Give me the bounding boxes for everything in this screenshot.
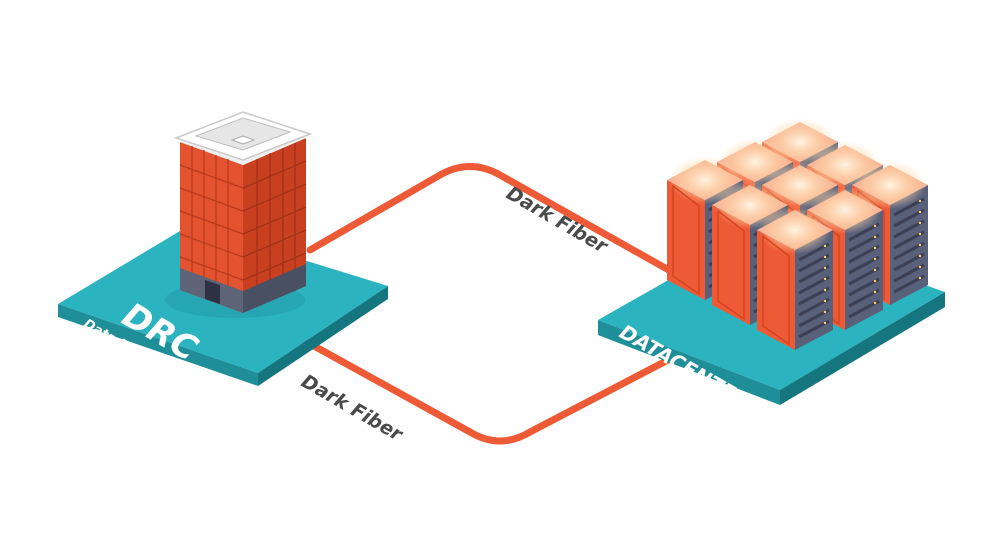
fiber-link-top xyxy=(306,163,694,286)
office-building-icon xyxy=(173,111,313,313)
fiber-label-bottom: Dark Fiber xyxy=(298,370,408,446)
server-racks xyxy=(667,118,928,350)
fiber-links xyxy=(281,163,694,445)
fiber-link-bottom xyxy=(281,326,672,445)
fiber-label-top: Dark Fiber xyxy=(503,182,613,258)
server-rack-icon xyxy=(757,206,833,350)
